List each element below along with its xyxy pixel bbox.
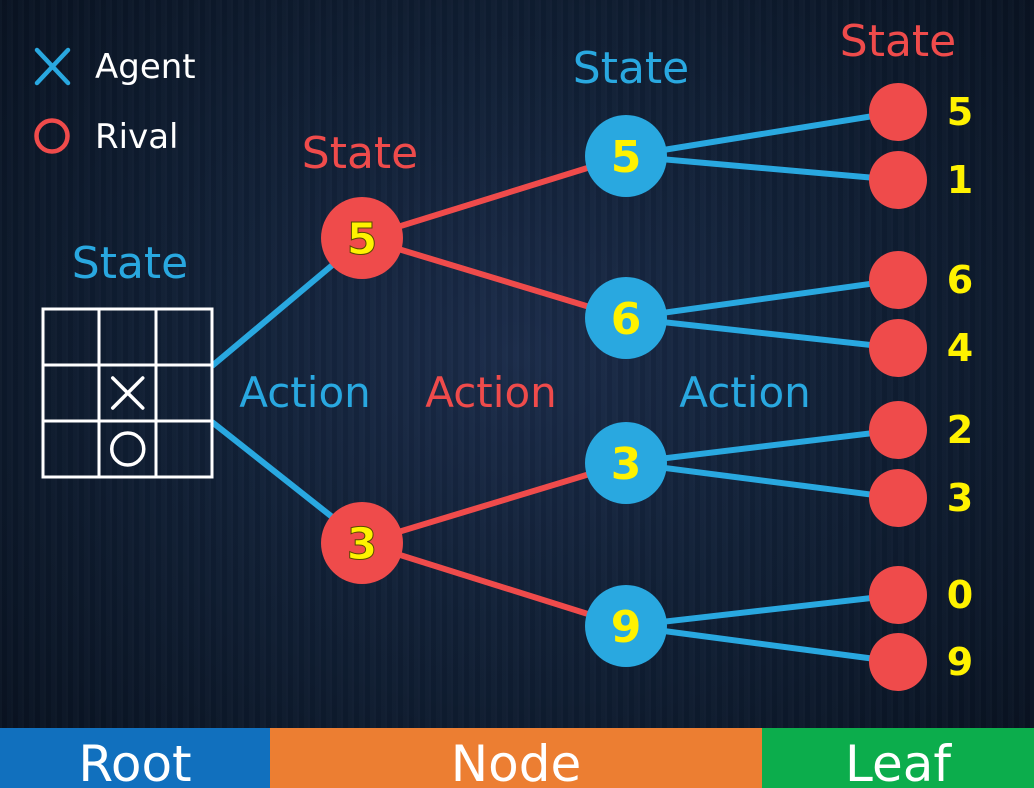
leaf-node: 9	[869, 633, 973, 691]
legend-rival-label: Rival	[95, 117, 178, 157]
leaf-node: 6	[869, 251, 973, 309]
level1-nodes: 5 3	[321, 197, 403, 584]
tree-node-level2: 9	[585, 585, 667, 667]
node-value: 6	[611, 294, 642, 345]
state-label-level1: State	[302, 128, 418, 179]
node-value: 3	[611, 439, 642, 490]
edge-n2b-to-leaf4	[625, 315, 899, 351]
leaf-node: 3	[869, 469, 973, 527]
edge-root-to-n1a	[210, 259, 338, 369]
tic-tac-toe-board	[41, 307, 214, 479]
leaf-value: 1	[947, 158, 973, 202]
level2-nodes: 5 6 3 9	[585, 115, 667, 667]
leaf-node: 5	[869, 83, 973, 141]
tree-node-level2: 5	[585, 115, 667, 197]
action-label-level3: Action	[679, 368, 811, 417]
leaf-node: 1	[869, 151, 973, 209]
circle-icon	[34, 118, 70, 154]
edge-n1b-to-n2d	[361, 540, 627, 629]
tree-node-level1: 3	[321, 502, 403, 584]
root-label: Root	[78, 735, 192, 788]
node-segment: Node	[270, 728, 762, 788]
state-label-level3: State	[840, 16, 956, 67]
tree-edges	[210, 109, 899, 665]
edge-n1b-to-n2c	[361, 460, 627, 546]
edge-n2b-to-leaf3	[625, 277, 899, 321]
node-value: 3	[347, 519, 378, 570]
root-segment: Root	[0, 728, 270, 788]
edge-n2c-to-leaf6	[625, 460, 899, 501]
leaf-node: 2	[869, 401, 973, 459]
leaf-value: 5	[947, 90, 973, 134]
node-value: 5	[611, 132, 642, 183]
edge-n2a-to-leaf1	[625, 109, 899, 159]
board-cells	[110, 376, 146, 467]
edge-n2a-to-leaf2	[625, 153, 899, 183]
tree-node-level1: 5	[321, 197, 403, 279]
edge-n1a-to-n2a	[361, 153, 627, 241]
tree-node-level2: 6	[585, 277, 667, 359]
state-label-root: State	[72, 238, 188, 289]
leaf-label: Leaf	[845, 735, 951, 788]
edge-n1a-to-n2b	[361, 235, 627, 321]
leaf-nodes: 5 1 6 4 2 3 0 9	[869, 83, 973, 691]
action-label-level2: Action	[425, 368, 557, 417]
legend-agent-label: Agent	[95, 47, 196, 87]
board-o-mark	[110, 431, 146, 467]
node-value: 5	[347, 214, 378, 265]
leaf-value: 2	[947, 408, 973, 452]
leaf-value: 9	[947, 640, 973, 684]
edge-n2d-to-leaf7	[625, 592, 899, 629]
tree-node-level2: 3	[585, 422, 667, 504]
leaf-segment: Leaf	[762, 728, 1034, 788]
leaf-value: 4	[947, 326, 973, 370]
edge-n2d-to-leaf8	[625, 623, 899, 665]
legend: Agent Rival	[34, 47, 196, 157]
action-label-level1: Action	[239, 368, 371, 417]
node-value: 9	[611, 602, 642, 653]
board-x-mark	[111, 376, 145, 410]
tree-level-bar: Root Node Leaf	[0, 728, 1034, 788]
leaf-value: 3	[947, 476, 973, 520]
leaf-node: 4	[869, 319, 973, 377]
edge-root-to-n1b	[210, 419, 338, 523]
state-label-level2: State	[573, 43, 689, 94]
leaf-node: 0	[869, 566, 973, 624]
cross-icon	[34, 47, 71, 86]
leaf-value: 6	[947, 258, 973, 302]
leaf-value: 0	[947, 573, 973, 617]
edge-n2c-to-leaf5	[625, 427, 899, 466]
node-label: Node	[450, 735, 582, 788]
